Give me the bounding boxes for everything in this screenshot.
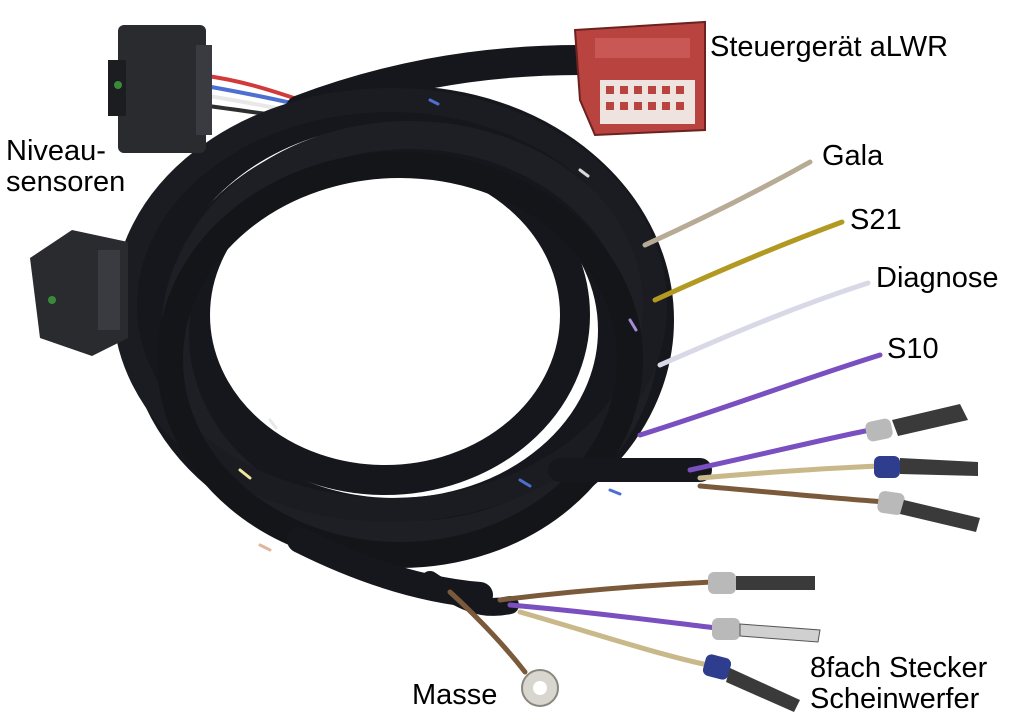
label-masse: Masse	[412, 679, 498, 711]
label-8fach-stecker: 8fach Stecker Scheinwerfer	[810, 653, 987, 715]
terminal-wires-lower	[447, 579, 719, 675]
terminals-lower	[521, 572, 821, 712]
niveau-sensor-connector-upper	[108, 25, 212, 153]
label-gala: Gala	[822, 140, 884, 172]
terminal-wires-upper	[687, 427, 888, 505]
wire-gala	[642, 159, 813, 248]
wire-s10	[637, 352, 883, 438]
label-stecker-line1: 8fach Stecker	[810, 652, 988, 684]
cable-tails	[287, 457, 712, 616]
wire-s21	[652, 219, 845, 303]
label-niveau-line1: Niveau-	[6, 135, 106, 167]
terminals-upper	[865, 404, 980, 532]
wire-diagnose	[657, 280, 871, 368]
niveau-sensor-connector-lower	[30, 230, 128, 356]
label-niveau-line2: sensoren	[6, 166, 126, 198]
signal-wires	[637, 159, 883, 438]
label-s10: S10	[887, 333, 939, 365]
sleeve-highlights	[238, 98, 638, 552]
label-steuergeraet: Steuergerät aLWR	[710, 31, 949, 63]
label-s21: S21	[850, 204, 902, 236]
label-niveausensoren: Niveau- sensoren	[6, 136, 125, 198]
wire-masse	[447, 589, 528, 675]
label-diagnose: Diagnose	[876, 262, 999, 294]
controller-connector-red	[573, 20, 706, 137]
label-stecker-line2: Scheinwerfer	[810, 683, 980, 715]
